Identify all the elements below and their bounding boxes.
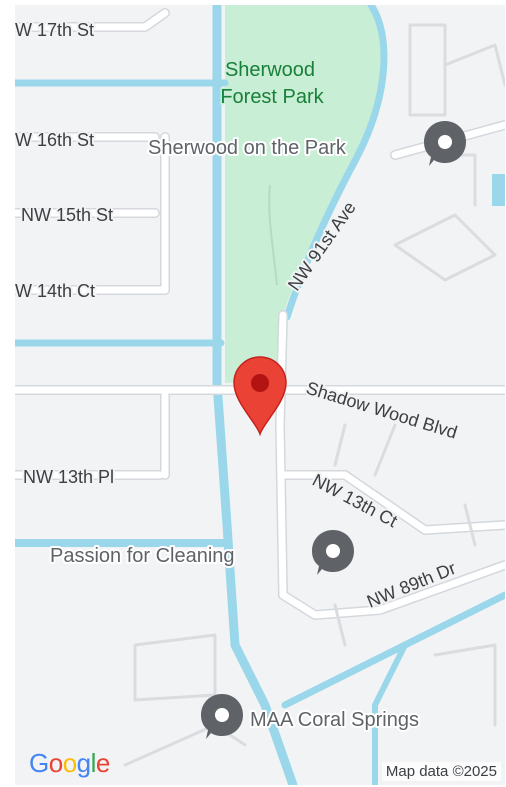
poi-label: MAA Coral Springs — [250, 709, 419, 731]
logo-letter: G — [29, 748, 49, 778]
map-pin-icon[interactable] — [233, 356, 287, 437]
street-label-nw-14th-ct: W 14th Ct — [15, 281, 95, 301]
place-marker-icon[interactable] — [424, 121, 466, 166]
poi-sherwood-on-the-park[interactable]: Sherwood on the Park — [146, 121, 466, 166]
map-attribution[interactable]: Map data ©2025 — [381, 762, 501, 781]
logo-letter: o — [48, 748, 63, 778]
water-canals — [15, 5, 505, 785]
park-label-line2: Forest Park — [220, 86, 324, 108]
logo-letter: g — [76, 748, 91, 778]
roads — [15, 8, 505, 767]
poi-maa-coral-springs[interactable]: MAA Coral Springs — [201, 694, 421, 739]
sherwood-forest-park-area[interactable] — [225, 5, 383, 383]
logo-letter: o — [62, 748, 77, 778]
poi-label: Sherwood on the Park — [148, 137, 347, 159]
logo-letter: l — [90, 748, 97, 778]
street-label-nw-16th-st: W 16th St — [15, 130, 94, 150]
park-label-line1: Sherwood — [225, 59, 315, 81]
park-trail — [268, 184, 278, 286]
map-canvas[interactable]: W 17th St W 16th St NW 15th St W 14th Ct… — [15, 5, 505, 785]
google-logo: Google — [29, 748, 110, 779]
street-label-nw-17th-st: W 17th St — [15, 20, 94, 40]
place-marker-icon[interactable] — [201, 694, 243, 739]
street-label-nw-13th-pl: NW 13th Pl — [23, 467, 114, 487]
poi-label: Passion for Cleaning — [50, 545, 235, 567]
logo-letter: e — [95, 748, 110, 778]
street-label-nw-15th-st: NW 15th St — [21, 205, 113, 225]
map-layers: W 17th St W 16th St NW 15th St W 14th Ct… — [15, 5, 505, 785]
place-marker-icon[interactable] — [312, 530, 354, 575]
poi-passion-for-cleaning[interactable]: Passion for Cleaning — [48, 530, 354, 575]
